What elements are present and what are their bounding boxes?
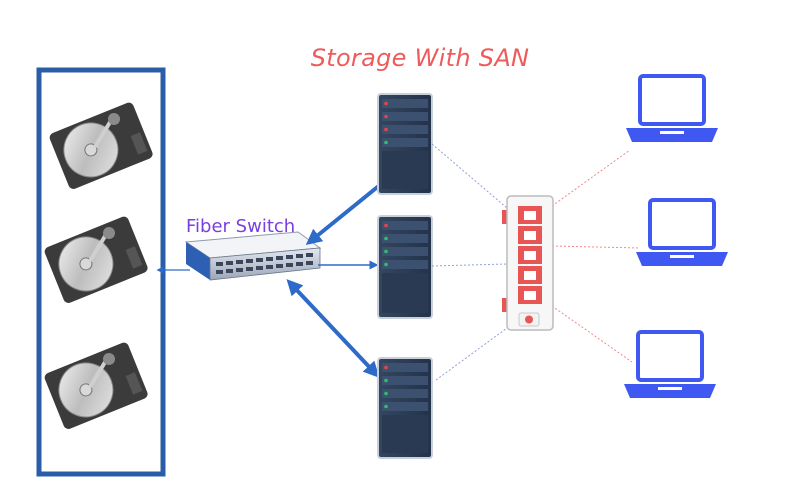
server-hub-link	[431, 143, 508, 209]
hub-laptop-link	[551, 149, 631, 207]
hard-disk-icon	[49, 102, 153, 189]
laptop-icon	[636, 198, 728, 266]
server-hub-link	[431, 263, 508, 267]
server-icon	[377, 215, 433, 319]
hub-laptop-link	[551, 305, 633, 363]
fiber-switch-icon	[184, 231, 322, 281]
server-hub-link	[435, 327, 508, 381]
hub-laptop-link	[551, 245, 641, 249]
network-hub-icon	[502, 195, 554, 331]
fiber-switch-label: Fiber Switch	[186, 216, 296, 237]
laptop-icon	[626, 74, 718, 142]
diagram-title: Storage With SAN	[310, 44, 530, 72]
laptop-icon	[624, 330, 716, 398]
server-icon	[377, 357, 433, 459]
server-icon	[377, 93, 433, 195]
switch-server-bottom-link	[286, 279, 380, 378]
hard-disk-icon	[44, 216, 148, 303]
hard-disk-icon	[44, 342, 148, 429]
